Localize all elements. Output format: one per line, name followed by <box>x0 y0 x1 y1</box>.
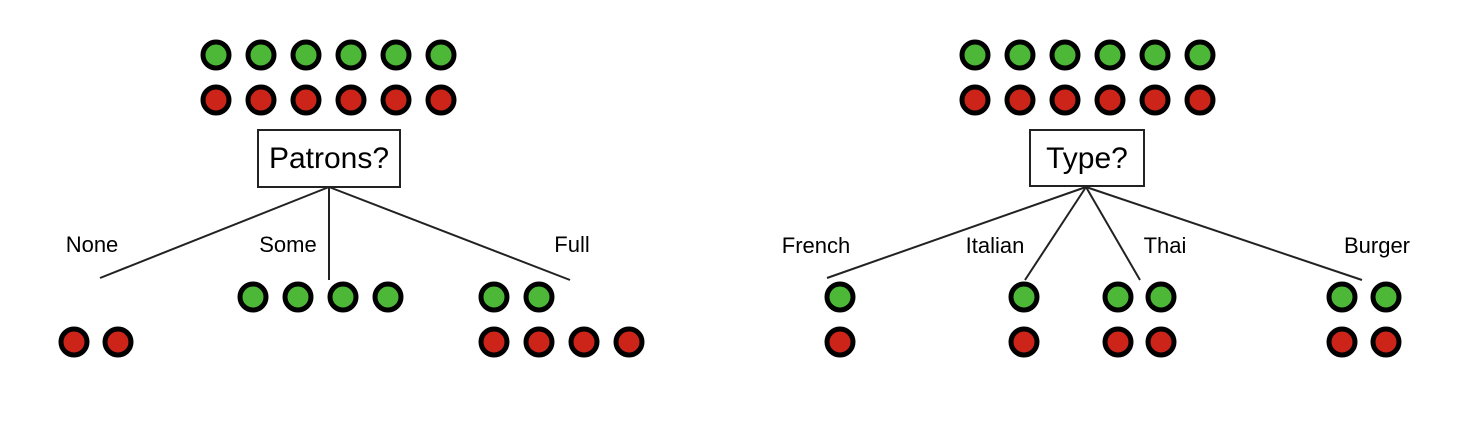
edge-none <box>99 186 330 279</box>
negative-example-dot <box>568 326 600 358</box>
negative-example-dot <box>245 84 277 116</box>
negative-example-dot <box>478 326 510 358</box>
negative-example-dot <box>1094 84 1126 116</box>
positive-example-dot <box>245 39 277 71</box>
branch-label-italian: Italian <box>966 233 1025 258</box>
positive-example-dot <box>380 39 412 71</box>
tree-type-edges <box>826 186 1363 281</box>
leaf-dots-full <box>478 281 645 358</box>
node-label-type: Type? <box>1046 142 1128 175</box>
negative-example-dot <box>1184 84 1216 116</box>
negative-example-dot <box>290 84 322 116</box>
negative-example-dot <box>1139 84 1171 116</box>
negative-example-dot <box>425 84 457 116</box>
positive-example-dot <box>523 281 555 313</box>
positive-example-dot <box>425 39 457 71</box>
negative-example-dot <box>58 326 90 358</box>
positive-example-dot <box>1139 39 1171 71</box>
negative-example-dot <box>1102 326 1134 358</box>
negative-example-dot <box>1145 326 1177 358</box>
tree-patrons-root-dots <box>200 39 457 116</box>
node-label-patrons: Patrons? <box>269 142 389 175</box>
positive-example-dot <box>200 39 232 71</box>
positive-example-dot <box>1370 281 1402 313</box>
edge-french <box>826 186 1087 279</box>
positive-example-dot <box>290 39 322 71</box>
positive-example-dot <box>1326 281 1358 313</box>
leaf-dots-burger <box>1326 281 1402 358</box>
positive-example-dot <box>1008 281 1040 313</box>
positive-example-dot <box>1049 39 1081 71</box>
negative-example-dot <box>613 326 645 358</box>
positive-example-dot <box>282 281 314 313</box>
leaf-dots-none <box>58 326 134 358</box>
tree-type: Type? French Italian Thai Burger <box>782 39 1410 358</box>
positive-example-dot <box>959 39 991 71</box>
negative-example-dot <box>1004 84 1036 116</box>
positive-example-dot <box>1102 281 1134 313</box>
positive-example-dot <box>1145 281 1177 313</box>
negative-example-dot <box>523 326 555 358</box>
negative-example-dot <box>380 84 412 116</box>
positive-example-dot <box>237 281 269 313</box>
edge-burger <box>1085 186 1363 281</box>
positive-example-dot <box>1094 39 1126 71</box>
positive-example-dot <box>1184 39 1216 71</box>
positive-example-dot <box>478 281 510 313</box>
branch-label-burger: Burger <box>1344 233 1410 258</box>
tree-patrons-edges <box>99 186 571 281</box>
negative-example-dot <box>102 326 134 358</box>
positive-example-dot <box>335 39 367 71</box>
positive-example-dot <box>327 281 359 313</box>
leaf-dots-some <box>237 281 404 313</box>
negative-example-dot <box>200 84 232 116</box>
positive-example-dot <box>824 281 856 313</box>
edge-thai <box>1085 186 1141 281</box>
negative-example-dot <box>1326 326 1358 358</box>
negative-example-dot <box>959 84 991 116</box>
edge-italian <box>1024 186 1087 281</box>
negative-example-dot <box>824 326 856 358</box>
negative-example-dot <box>335 84 367 116</box>
branch-label-thai: Thai <box>1144 233 1187 258</box>
leaf-dots-italian <box>1008 281 1040 358</box>
negative-example-dot <box>1370 326 1402 358</box>
edge-full <box>328 186 571 281</box>
node-box-type <box>1029 129 1145 187</box>
tree-patrons: Patrons? None Some Full <box>58 39 645 358</box>
branch-label-none: None <box>66 232 119 257</box>
node-box-patrons <box>257 129 401 188</box>
positive-example-dot <box>1004 39 1036 71</box>
branch-label-full: Full <box>554 232 589 257</box>
leaf-dots-thai <box>1102 281 1177 358</box>
branch-label-french: French <box>782 233 850 258</box>
tree-type-root-dots <box>959 39 1216 116</box>
positive-example-dot <box>372 281 404 313</box>
branch-label-some: Some <box>259 232 316 257</box>
negative-example-dot <box>1049 84 1081 116</box>
negative-example-dot <box>1008 326 1040 358</box>
leaf-dots-french <box>824 281 856 358</box>
